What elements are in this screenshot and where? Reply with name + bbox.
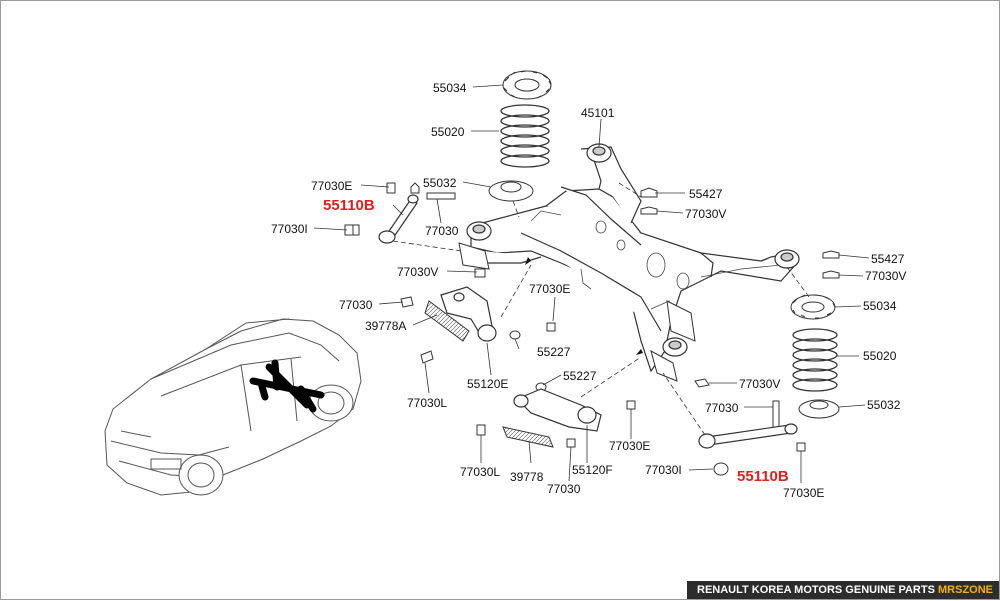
label-55110b-left: 55110B	[323, 197, 375, 214]
label-77030v-lowright: 77030V	[739, 377, 781, 391]
arrow-heads	[525, 257, 643, 355]
label-55427-right: 55427	[871, 252, 905, 266]
label-55120e: 55120E	[467, 377, 509, 391]
label-55032-top: 55032	[423, 176, 457, 190]
leader-lines	[313, 84, 870, 483]
subframe-bushings	[466, 143, 800, 357]
label-77030l-low: 77030L	[460, 465, 501, 479]
label-55427-top: 55427	[689, 187, 723, 201]
subframe-detail	[530, 210, 782, 318]
spring-seat-55034-top	[502, 70, 552, 100]
label-77030i-right: 77030I	[645, 463, 682, 477]
coil-spring-55020-top	[500, 104, 550, 168]
label-55227-low: 55227	[563, 369, 597, 383]
label-39778: 39778	[510, 470, 544, 484]
label-55034-top: 55034	[433, 81, 467, 95]
dashed-guides	[392, 182, 810, 436]
label-77030-low: 77030	[547, 482, 581, 496]
spring-seat-55034-right	[790, 294, 836, 320]
label-55032-right: 55032	[867, 398, 901, 412]
label-55020-top: 55020	[431, 125, 465, 139]
label-77030e-mid: 77030E	[529, 282, 571, 296]
label-77030v-right: 77030V	[865, 269, 907, 283]
footer-brand: MRSZONE	[938, 584, 993, 596]
subframe-brackets	[458, 242, 696, 382]
label-77030-right: 77030	[705, 401, 739, 415]
label-77030-left: 77030	[339, 298, 373, 312]
label-77030e-right: 77030E	[783, 486, 825, 500]
label-55227-mid: 55227	[537, 345, 571, 359]
label-77030i-left: 77030I	[271, 222, 308, 236]
label-77030v-left: 77030V	[397, 265, 439, 279]
label-55110b-right: 55110B	[737, 468, 789, 485]
label-55120f: 55120F	[572, 463, 613, 477]
control-arm-55120e	[440, 286, 497, 342]
footer-credit-bar: RENAULT KOREA MOTORS GENUINE PARTS MRSZO…	[687, 581, 999, 599]
car-illustration	[104, 318, 362, 496]
coil-spring-55020-right	[792, 328, 838, 392]
label-55034-right: 55034	[863, 299, 897, 313]
label-77030v-top: 77030V	[685, 207, 727, 221]
label-77030e-low: 77030E	[609, 439, 651, 453]
bracket-39778a	[424, 300, 470, 342]
car-subframe-highlight	[249, 359, 325, 413]
label-55020-right: 55020	[863, 349, 897, 363]
label-77030-topleft: 77030	[425, 224, 459, 238]
spring-seat-55032-right	[798, 399, 840, 419]
label-77030e-topleft: 77030E	[311, 179, 353, 193]
control-arm-55120f	[513, 388, 602, 432]
upper-link-55110b-left	[378, 194, 419, 244]
spring-seat-55032-top	[488, 180, 534, 202]
label-77030l-left: 77030L	[407, 396, 448, 410]
upper-link-55110b-right	[698, 423, 798, 449]
label-39778a: 39778A	[365, 319, 407, 333]
footer-text: RENAULT KOREA MOTORS GENUINE PARTS	[697, 584, 938, 596]
bracket-39778	[502, 426, 554, 448]
label-45101: 45101	[581, 106, 615, 120]
